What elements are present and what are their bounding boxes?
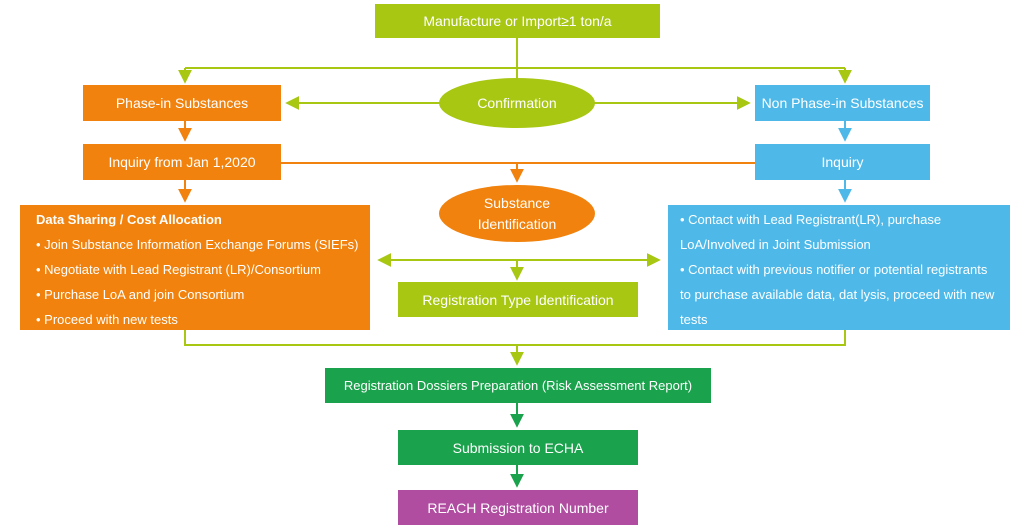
node-non-phase-in-substances: Non Phase-in Substances [755,85,930,121]
node-registration-type-identification: Registration Type Identification [398,282,638,317]
node-manufacture-or-import: Manufacture or Import≥1 ton/a [375,4,660,38]
node-substance-identification: Substance Identification [439,185,595,242]
node-phase-in-substances: Phase-in Substances [83,85,281,121]
node-inquiry-from-jan-2020: Inquiry from Jan 1,2020 [83,144,281,180]
node-inquiry: Inquiry [755,144,930,180]
data-sharing-title: Data Sharing / Cost Allocation [36,212,222,227]
node-confirmation: Confirmation [439,78,595,128]
node-contact-lead-registrant: Contact with Lead Registrant(LR), purcha… [668,205,1010,330]
bullet-item: Join Substance Information Exchange Foru… [36,232,362,257]
bullet-item: Contact with previous notifier or potent… [680,257,998,332]
node-reach-registration-number: REACH Registration Number [398,490,638,525]
orange-connectors [178,121,755,203]
node-submission-to-echa: Submission to ECHA [398,430,638,465]
bullet-item: Negotiate with Lead Registrant (LR)/Cons… [36,257,362,282]
data-sharing-bullet-list: Join Substance Information Exchange Foru… [36,232,362,332]
contact-bullet-list: Contact with Lead Registrant(LR), purcha… [680,207,998,332]
node-data-sharing-cost-allocation: Data Sharing / Cost Allocation Join Subs… [20,205,370,330]
lime-connectors [178,38,852,366]
bullet-item: Purchase LoA and join Consortium [36,282,362,307]
bullet-item: Contact with Lead Registrant(LR), purcha… [680,207,998,257]
bullet-item: Proceed with new tests [36,307,362,332]
node-registration-dossiers-preparation: Registration Dossiers Preparation (Risk … [325,368,711,403]
